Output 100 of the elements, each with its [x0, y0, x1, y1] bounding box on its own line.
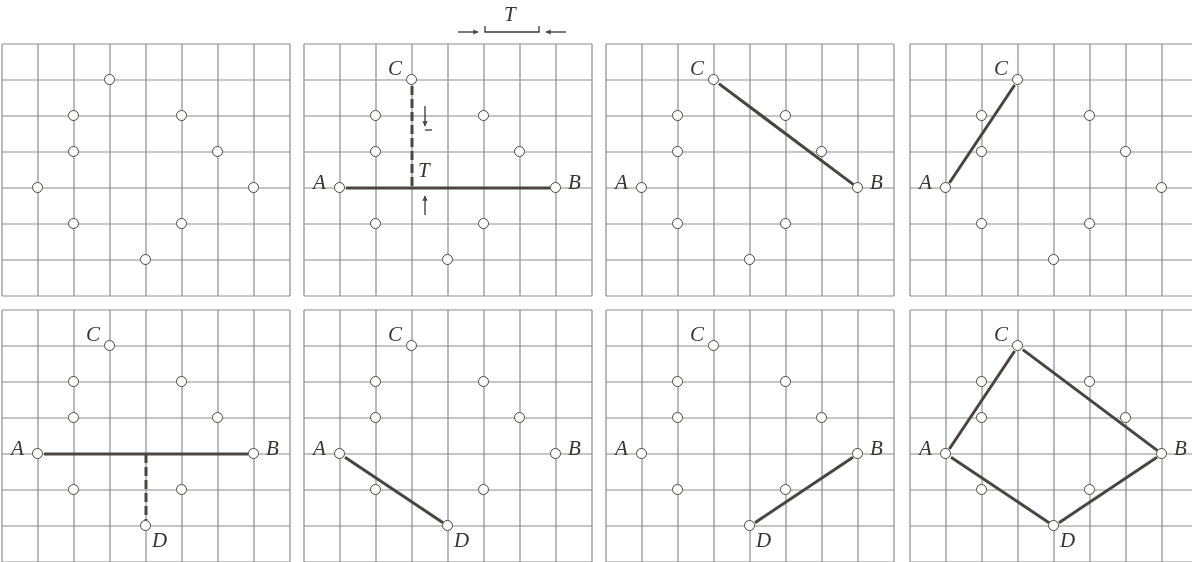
- point-marker: [477, 217, 489, 229]
- connector-line: [344, 456, 444, 524]
- point-marker: [369, 483, 381, 495]
- point-marker: [369, 411, 381, 423]
- connector-line: [346, 186, 550, 190]
- point-label: C: [994, 324, 1008, 345]
- point-marker: [103, 73, 115, 85]
- point-marker: [1011, 339, 1023, 351]
- point-label: B: [568, 172, 581, 193]
- point-marker: [939, 181, 951, 193]
- point-marker: [1047, 253, 1059, 265]
- point-label: A: [919, 438, 932, 459]
- connector-line: [948, 84, 1016, 184]
- point-marker: [477, 483, 489, 495]
- point-label: D: [1060, 530, 1076, 551]
- point-marker: [1119, 411, 1131, 423]
- point-label: C: [690, 324, 704, 345]
- point-marker: [671, 109, 683, 121]
- point-marker: [175, 483, 187, 495]
- point-marker: [211, 411, 223, 423]
- point-marker: [247, 447, 259, 459]
- point-label: A: [313, 438, 326, 459]
- point-marker: [975, 483, 987, 495]
- point-marker: [369, 217, 381, 229]
- point-marker: [67, 109, 79, 121]
- point-marker: [671, 217, 683, 229]
- connector-line: [410, 86, 414, 188]
- point-marker: [1119, 145, 1131, 157]
- point-label: D: [152, 530, 168, 551]
- point-label: B: [568, 438, 581, 459]
- point-marker: [1083, 217, 1095, 229]
- point-marker: [635, 181, 647, 193]
- point-marker: [707, 339, 719, 351]
- point-marker: [211, 145, 223, 157]
- point-marker: [1011, 73, 1023, 85]
- point-marker: [851, 447, 863, 459]
- point-label: A: [615, 438, 628, 459]
- point-marker: [477, 109, 489, 121]
- point-marker: [477, 375, 489, 387]
- point-marker: [333, 447, 345, 459]
- point-marker: [139, 253, 151, 265]
- point-label: B: [870, 438, 883, 459]
- point-marker: [671, 145, 683, 157]
- point-marker: [815, 145, 827, 157]
- connector-line: [948, 350, 1016, 450]
- point-marker: [851, 181, 863, 193]
- connector-line: [1021, 348, 1159, 452]
- point-marker: [247, 181, 259, 193]
- point-marker: [369, 109, 381, 121]
- point-marker: [67, 145, 79, 157]
- point-marker: [1155, 447, 1167, 459]
- point-label: B: [1174, 438, 1187, 459]
- point-marker: [815, 411, 827, 423]
- point-marker: [975, 217, 987, 229]
- point-marker: [549, 181, 561, 193]
- point-marker: [1083, 375, 1095, 387]
- point-label: B: [870, 172, 883, 193]
- connector-line: [717, 82, 855, 186]
- point-label: A: [919, 172, 932, 193]
- point-marker: [513, 145, 525, 157]
- point-marker: [779, 375, 791, 387]
- point-label: A: [11, 438, 24, 459]
- connector-line: [144, 454, 148, 520]
- point-marker: [743, 519, 755, 531]
- point-marker: [975, 411, 987, 423]
- point-marker: [975, 145, 987, 157]
- point-label: A: [313, 172, 326, 193]
- point-label: B: [266, 438, 279, 459]
- point-marker: [405, 339, 417, 351]
- connector-line: [950, 456, 1050, 524]
- point-marker: [31, 181, 43, 193]
- point-marker: [513, 411, 525, 423]
- point-marker: [139, 519, 151, 531]
- point-marker: [743, 253, 755, 265]
- point-label: C: [388, 58, 402, 79]
- point-label: C: [994, 58, 1008, 79]
- point-label: C: [86, 324, 100, 345]
- point-marker: [779, 217, 791, 229]
- point-marker: [549, 447, 561, 459]
- point-marker: [369, 145, 381, 157]
- point-marker: [369, 375, 381, 387]
- point-label: D: [756, 530, 772, 551]
- point-marker: [671, 375, 683, 387]
- point-marker: [31, 447, 43, 459]
- point-marker: [405, 73, 417, 85]
- point-marker: [707, 73, 719, 85]
- point-marker: [1047, 519, 1059, 531]
- point-marker: [67, 411, 79, 423]
- point-marker: [103, 339, 115, 351]
- point-marker: [975, 375, 987, 387]
- point-marker: [779, 483, 791, 495]
- point-marker: [441, 253, 453, 265]
- point-marker: [175, 109, 187, 121]
- point-marker: [975, 109, 987, 121]
- point-marker: [1083, 109, 1095, 121]
- point-label: C: [690, 58, 704, 79]
- point-marker: [635, 447, 647, 459]
- connector-line: [44, 452, 248, 456]
- point-marker: [67, 483, 79, 495]
- point-label: C: [388, 324, 402, 345]
